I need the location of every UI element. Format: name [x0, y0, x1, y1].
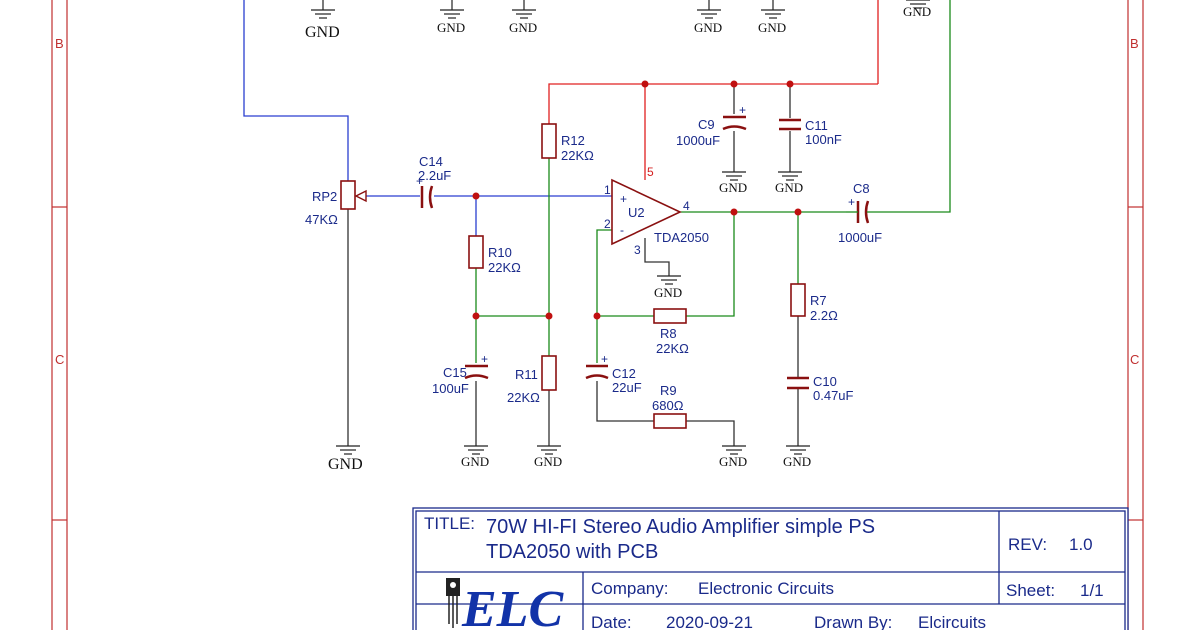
gnd-label: GND — [534, 454, 562, 469]
sheet-frame: B C B C — [51, 0, 1144, 630]
u2-ref: U2 — [628, 205, 645, 220]
r10-value: 22KΩ — [488, 260, 521, 275]
svg-text:+: + — [416, 174, 423, 188]
rp2-value: 47KΩ — [305, 212, 338, 227]
c11-capacitor: C11 100nF — [779, 118, 842, 147]
r7-resistor: R7 2.2Ω — [790, 283, 838, 323]
junctions — [472, 80, 802, 320]
date-value: 2020-09-21 — [666, 613, 753, 630]
r9-ref: R9 — [660, 383, 677, 398]
c14-value: 2.2uF — [418, 168, 451, 183]
r12-ref: R12 — [561, 133, 585, 148]
gnd-label: GND — [461, 454, 489, 469]
title-line2: TDA2050 with PCB — [486, 541, 658, 563]
gnd-label: GND — [437, 20, 465, 35]
svg-text:+: + — [601, 352, 608, 366]
c10-capacitor: C10 0.47uF — [787, 374, 854, 403]
c10-value: 0.47uF — [813, 388, 854, 403]
ground-symbols: GND GND GND GND GND GND GND GND — [328, 171, 811, 473]
u2-pin3: 3 — [634, 243, 641, 257]
drawn-label: Drawn By: — [814, 613, 892, 630]
rev-value: 1.0 — [1069, 535, 1093, 554]
sheet-value: 1/1 — [1080, 581, 1104, 600]
c15-ref: C15 — [443, 365, 467, 380]
r10-resistor: R10 22KΩ — [468, 235, 521, 275]
r8-resistor: R8 22KΩ — [653, 308, 689, 356]
wires — [243, 0, 951, 446]
u2-opamp: + - U2 TDA2050 1 2 3 4 5 — [604, 165, 709, 257]
u2-minus: - — [620, 223, 624, 237]
c9-capacitor: + C9 1000uF — [676, 103, 747, 148]
gnd-label: GND — [719, 180, 747, 195]
r12-value: 22KΩ — [561, 148, 594, 163]
gnd-label: GND — [719, 454, 747, 469]
r7-value: 2.2Ω — [810, 308, 838, 323]
rev-label: REV: — [1008, 535, 1047, 554]
rp2-ref: RP2 — [312, 189, 337, 204]
title-block: TITLE: 70W HI-FI Stereo Audio Amplifier … — [412, 507, 1129, 630]
date-label: Date: — [591, 613, 632, 630]
r11-resistor: R11 22KΩ — [507, 355, 557, 405]
company-label: Company: — [591, 579, 668, 598]
gnd-label: GND — [654, 285, 682, 300]
zone-left-c: C — [55, 352, 64, 367]
logo-text: ELC — [461, 581, 564, 630]
gnd-label: GND — [775, 180, 803, 195]
gnd-label: GND — [903, 4, 931, 19]
c15-capacitor: + C15 100uF — [432, 352, 489, 396]
c8-value: 1000uF — [838, 230, 882, 245]
zone-left-b: B — [55, 36, 64, 51]
u2-value: TDA2050 — [654, 230, 709, 245]
r8-ref: R8 — [660, 326, 677, 341]
r12-resistor: R12 22KΩ — [541, 123, 594, 163]
c8-ref: C8 — [853, 181, 870, 196]
top-grounds: GND GND GND GND GND GND — [305, 0, 931, 41]
rp2-potentiometer: RP2 47KΩ — [305, 180, 367, 227]
c12-ref: C12 — [612, 366, 636, 381]
c10-ref: C10 — [813, 374, 837, 389]
c11-value: 100nF — [805, 132, 842, 147]
sheet-label: Sheet: — [1006, 581, 1055, 600]
title-line1: 70W HI-FI Stereo Audio Amplifier simple … — [486, 516, 875, 538]
c14-capacitor: + C14 2.2uF — [416, 154, 451, 209]
svg-text:+: + — [739, 103, 746, 117]
r11-value: 22KΩ — [507, 390, 540, 405]
gnd-label: GND — [328, 456, 363, 473]
c9-ref: C9 — [698, 117, 715, 132]
r9-resistor: R9 680Ω — [652, 383, 687, 429]
gnd-label: GND — [758, 20, 786, 35]
r10-ref: R10 — [488, 245, 512, 260]
c15-value: 100uF — [432, 381, 469, 396]
zone-right-b: B — [1130, 36, 1139, 51]
svg-text:+: + — [481, 352, 488, 366]
u2-plus: + — [620, 192, 627, 206]
c11-ref: C11 — [805, 118, 828, 133]
r11-ref: R11 — [515, 367, 538, 382]
r7-ref: R7 — [810, 293, 827, 308]
r8-value: 22KΩ — [656, 341, 689, 356]
c12-capacitor: + C12 22uF — [585, 352, 642, 395]
c9-value: 1000uF — [676, 133, 720, 148]
drawn-value: Elcircuits — [918, 613, 986, 630]
c12-value: 22uF — [612, 380, 642, 395]
c14-ref: C14 — [419, 154, 443, 169]
r9-value: 680Ω — [652, 398, 684, 413]
u2-pin2: 2 — [604, 217, 611, 231]
title-label: TITLE: — [424, 514, 475, 533]
elc-logo: ELC — [446, 578, 564, 630]
gnd-label: GND — [305, 24, 340, 41]
svg-text:+: + — [848, 195, 855, 209]
u2-pin1: 1 — [604, 183, 611, 197]
gnd-label: GND — [694, 20, 722, 35]
c8-capacitor: + C8 1000uF — [838, 181, 882, 245]
gnd-label: GND — [509, 20, 537, 35]
gnd-label: GND — [783, 454, 811, 469]
zone-right-c: C — [1130, 352, 1139, 367]
u2-pin4: 4 — [683, 199, 690, 213]
u2-pin5: 5 — [647, 165, 654, 179]
company-value: Electronic Circuits — [698, 579, 834, 598]
